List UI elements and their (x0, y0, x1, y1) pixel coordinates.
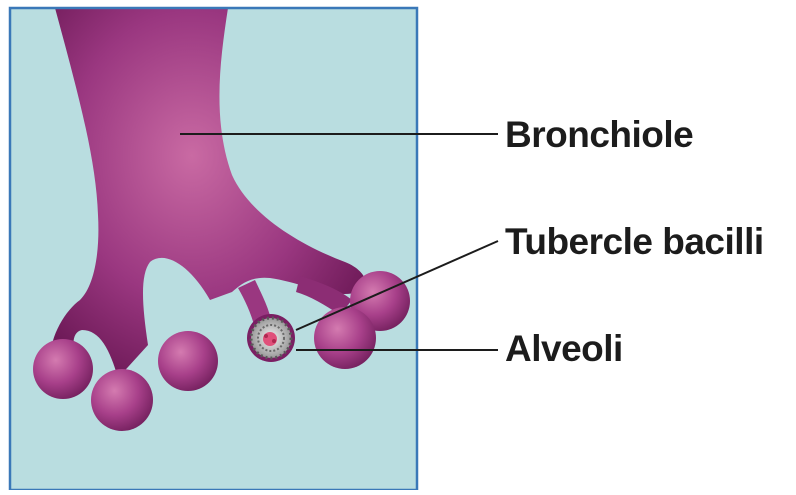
label-tubercle-bacilli: Tubercle bacilli (505, 223, 764, 260)
label-alveoli: Alveoli (505, 330, 623, 367)
label-bronchiole: Bronchiole (505, 116, 693, 153)
infection-core (263, 332, 277, 346)
alveolus-2 (91, 369, 153, 431)
alveolus-5 (314, 307, 376, 369)
infected-alveolus (247, 314, 295, 362)
alveolus-1 (33, 339, 93, 399)
alveolus-3 (158, 331, 218, 391)
